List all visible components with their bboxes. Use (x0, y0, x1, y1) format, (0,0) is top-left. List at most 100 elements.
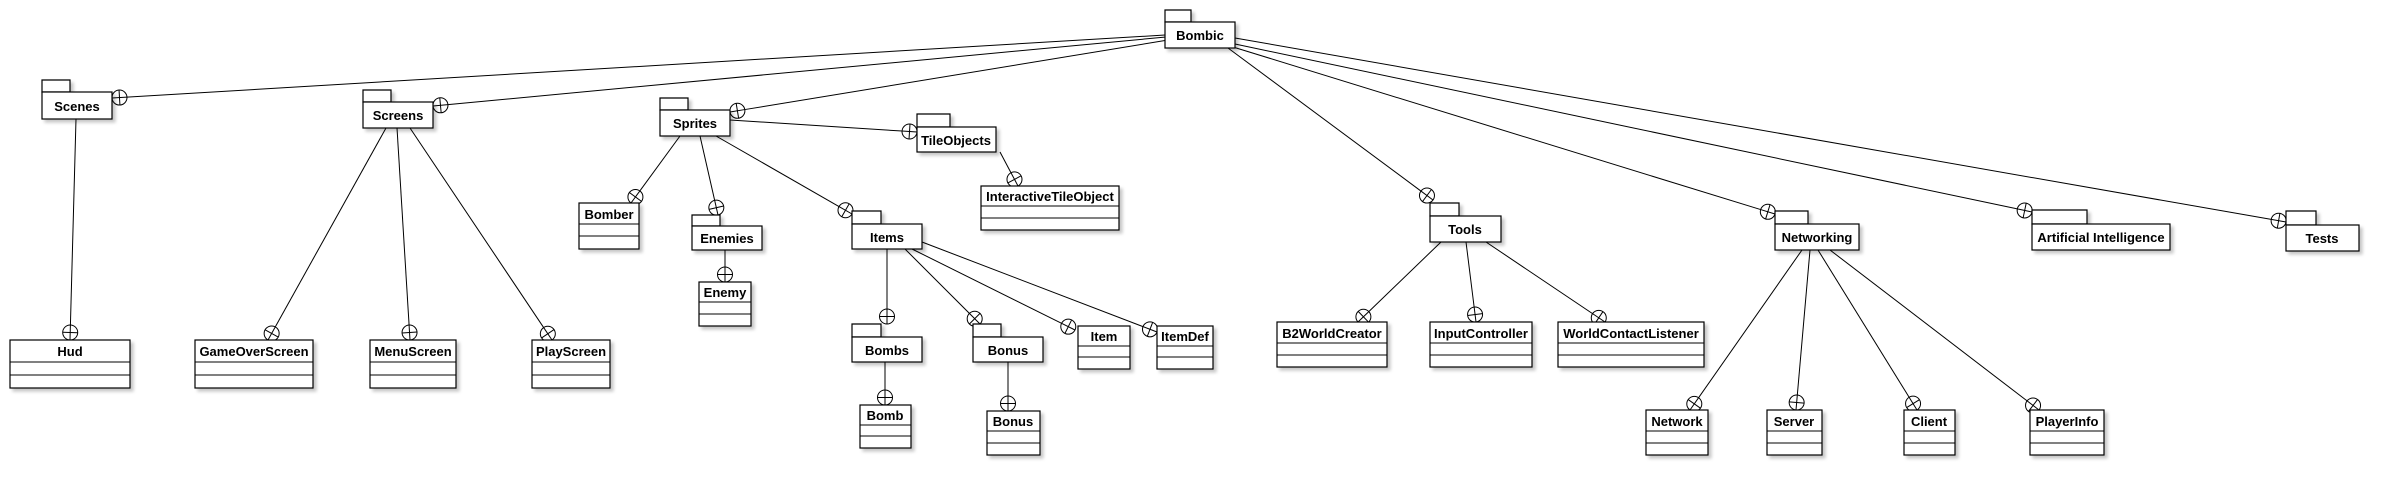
class-interactivetileobject[interactable]: InteractiveTileObject (980, 185, 1120, 231)
edge-items-bombs (879, 249, 895, 325)
class-network-label: Network (1651, 414, 1703, 429)
class-b2worldcreator[interactable]: B2WorldCreator (1276, 321, 1388, 368)
containment-symbol-icon (901, 123, 918, 140)
class-playscreen-label: PlayScreen (536, 344, 606, 359)
edge-items-item (911, 248, 1077, 335)
class-itemdef-label: ItemDef (1161, 329, 1209, 344)
package-tileobjects[interactable]: TileObjects (916, 113, 997, 153)
package-scenes[interactable]: Scenes (41, 79, 113, 120)
package-bombic[interactable]: Bombic (1164, 9, 1236, 49)
edge-sprites-items (715, 135, 854, 219)
containment-symbol-icon (1905, 395, 1922, 412)
class-gameoverscreen-label: GameOverScreen (199, 344, 308, 359)
package-scenes-label: Scenes (54, 99, 100, 114)
class-client[interactable]: Client (1903, 409, 1956, 456)
class-bomb[interactable]: Bomb (859, 404, 912, 449)
class-bonus[interactable]: Bonus (986, 410, 1041, 456)
edge-screens-gameoverscreen (263, 127, 387, 342)
package-items[interactable]: Items (851, 210, 923, 250)
containment-symbol-icon (1006, 171, 1023, 188)
containment-symbol-icon (1141, 321, 1158, 338)
package-bombs-label: Bombs (865, 343, 909, 358)
edge-bombic-tests (1234, 37, 2287, 229)
package-artificial-intelligence[interactable]: Artificial Intelligence (2031, 209, 2171, 251)
package-enemies[interactable]: Enemies (691, 214, 763, 251)
edge-tools-inputcontroller (1465, 241, 1484, 323)
edge-sprites-enemies (699, 135, 725, 216)
containment-symbol-icon (627, 188, 644, 205)
edge-bombic-screens (432, 36, 1167, 114)
containment-symbol-icon (263, 325, 280, 342)
containment-symbol-icon (837, 202, 854, 219)
containment-symbol-icon (111, 89, 128, 106)
package-tools-label: Tools (1448, 222, 1482, 237)
class-network[interactable]: Network (1645, 409, 1709, 456)
package-bombic-label: Bombic (1176, 28, 1224, 43)
package-tools[interactable]: Tools (1429, 202, 1502, 243)
class-inputcontroller-label: InputController (1434, 326, 1528, 341)
containment-symbol-icon (62, 324, 79, 341)
class-server[interactable]: Server (1766, 409, 1823, 456)
containment-symbol-icon (2270, 212, 2287, 229)
edge-bombic-scenes (111, 34, 1166, 106)
edge-screens-playscreen (409, 127, 556, 342)
class-server-label: Server (1774, 414, 1814, 429)
class-enemy[interactable]: Enemy (698, 281, 752, 327)
containment-symbol-icon (729, 102, 746, 119)
containment-symbol-icon (1000, 395, 1016, 412)
class-interactivetileobject-label: InteractiveTileObject (986, 189, 1114, 204)
package-screens[interactable]: Screens (362, 89, 434, 129)
class-bomber[interactable]: Bomber (578, 202, 640, 250)
class-b2worldcreator-label: B2WorldCreator (1282, 326, 1381, 341)
edge-networking-client (1817, 249, 1922, 412)
class-item[interactable]: Item (1077, 325, 1131, 370)
edge-enemies-enemy (717, 250, 733, 283)
containment-symbol-icon (717, 266, 733, 283)
containment-symbol-icon (539, 325, 556, 342)
edge-scenes-hud (62, 118, 79, 341)
package-screens-label: Screens (373, 108, 424, 123)
package-tileobjects-label: TileObjects (921, 133, 991, 148)
package-networking[interactable]: Networking (1774, 210, 1860, 251)
package-tests[interactable]: Tests (2285, 210, 2360, 252)
containment-symbol-icon (1686, 395, 1703, 412)
edge-tools-worldcontactlistener (1485, 241, 1607, 326)
edge-screens-menuscreen (396, 127, 418, 341)
class-hud[interactable]: Hud (9, 339, 131, 389)
class-bomber-label: Bomber (584, 207, 633, 222)
package-bombs[interactable]: Bombs (851, 323, 923, 363)
class-bonus-label: Bonus (993, 414, 1033, 429)
class-gameoverscreen[interactable]: GameOverScreen (194, 339, 314, 389)
package-tests-label: Tests (2306, 231, 2339, 246)
package-sprites-label: Sprites (673, 116, 717, 131)
edge-networking-playerinfo (1829, 249, 2042, 414)
edge-bonus-bonusclass (1000, 362, 1016, 412)
class-itemdef[interactable]: ItemDef (1156, 325, 1214, 370)
package-sprites[interactable]: Sprites (659, 97, 731, 137)
edge-sprites-tileobjects (729, 119, 918, 140)
diagram-nodes: Bombic Scenes Screens Sprites TileObject… (9, 9, 2360, 456)
package-bonus-label: Bonus (988, 343, 1028, 358)
class-playerinfo-label: PlayerInfo (2036, 414, 2099, 429)
edge-tools-b2worldcreator (1355, 241, 1442, 325)
class-worldcontactlistener[interactable]: WorldContactListener (1557, 321, 1705, 368)
containment-symbol-icon (1060, 318, 1077, 335)
class-menuscreen-label: MenuScreen (374, 344, 451, 359)
containment-symbol-icon (1418, 187, 1435, 204)
package-bonus[interactable]: Bonus (972, 323, 1044, 363)
containment-symbol-icon (1788, 394, 1805, 411)
containment-symbol-icon (2016, 202, 2033, 219)
class-inputcontroller[interactable]: InputController (1429, 321, 1533, 368)
class-menuscreen[interactable]: MenuScreen (369, 339, 457, 389)
edge-bombic-tools (1227, 47, 1435, 204)
class-playscreen[interactable]: PlayScreen (531, 339, 611, 389)
edge-networking-server (1788, 249, 1811, 411)
containment-symbol-icon (401, 324, 418, 341)
edge-sprites-bomber (627, 135, 681, 205)
class-playerinfo[interactable]: PlayerInfo (2029, 409, 2105, 456)
edge-bombic-networking (1232, 46, 1776, 220)
containment-symbol-icon (879, 308, 895, 325)
class-bomb-label: Bomb (867, 408, 904, 423)
class-client-label: Client (1911, 414, 1948, 429)
